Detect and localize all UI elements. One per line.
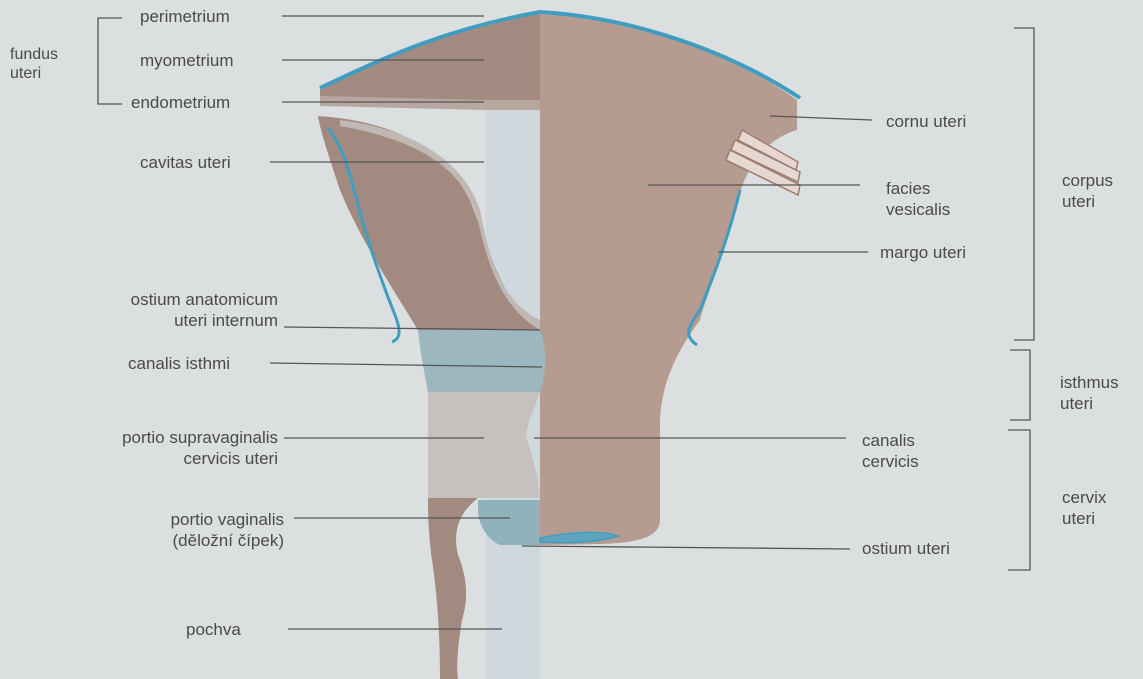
label-cervix-uteri: cervix uteri: [1062, 487, 1106, 529]
uterus-surface-right: [540, 14, 797, 545]
label-ostium-uteri: ostium uteri: [862, 538, 950, 559]
fundus-myometrium: [320, 14, 540, 104]
label-perimetrium: perimetrium: [140, 6, 230, 27]
label-pochva: pochva: [186, 619, 241, 640]
label-facies-vesicalis: facies vesicalis: [886, 178, 950, 220]
vaginal-wall: [428, 498, 478, 679]
leader-ostium-uteri: [522, 546, 850, 549]
label-canalis-cervicis: canalis cervicis: [862, 430, 919, 472]
label-ostium-internum: ostium anatomicum uteri internum: [60, 289, 278, 331]
cervix-bracket: [1008, 430, 1030, 570]
label-margo-uteri: margo uteri: [880, 242, 966, 263]
label-cornu-uteri: cornu uteri: [886, 111, 966, 132]
isthmus-bracket: [1010, 350, 1030, 420]
label-portio-vaginalis: portio vaginalis (děložní čípek): [40, 509, 284, 551]
label-fundus-uteri: fundus uteri: [10, 45, 58, 83]
label-endometrium: endometrium: [131, 92, 230, 113]
corpus-bracket: [1014, 28, 1034, 340]
label-corpus-uteri: corpus uteri: [1062, 170, 1113, 212]
fundus-bracket: [98, 18, 122, 104]
label-isthmus-uteri: isthmus uteri: [1060, 372, 1119, 414]
cervix-supravaginalis: [428, 392, 540, 498]
isthmus-band: [418, 330, 545, 392]
label-cavitas-uteri: cavitas uteri: [140, 152, 231, 173]
label-canalis-isthmi: canalis isthmi: [128, 353, 230, 374]
label-portio-supravaginalis: portio supravaginalis cervicis uteri: [20, 427, 278, 469]
label-myometrium: myometrium: [140, 50, 234, 71]
